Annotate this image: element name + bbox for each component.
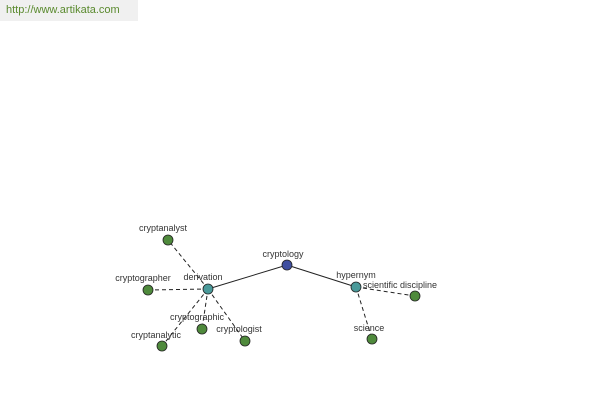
edge-hypernym-scientific-discipline (355, 286, 416, 297)
node-cryptographic[interactable] (196, 323, 208, 335)
node-scientific-discipline[interactable] (409, 290, 421, 302)
node-cryptanalytic[interactable] (156, 340, 168, 352)
label-hypernym: hypernym (336, 270, 376, 280)
node-science[interactable] (366, 333, 378, 345)
node-derivation[interactable] (202, 283, 214, 295)
graph-edges (147, 239, 416, 347)
label-cryptology: cryptology (262, 249, 304, 259)
node-cryptology[interactable] (281, 259, 293, 271)
node-hypernym[interactable] (350, 281, 362, 293)
label-scientific-discipline: scientific discipline (363, 280, 437, 290)
label-cryptographic: cryptographic (170, 312, 225, 322)
edge-root-hypernym (286, 264, 357, 288)
node-cryptographer[interactable] (142, 284, 154, 296)
label-cryptanalyst: cryptanalyst (139, 223, 188, 233)
edge-derivation-cryptologist (207, 288, 246, 342)
node-cryptanalyst[interactable] (162, 234, 174, 246)
graph-nodes (142, 234, 421, 352)
node-cryptologist[interactable] (239, 335, 251, 347)
edge-derivation-cryptanalyst (167, 239, 209, 290)
source-link[interactable]: http://www.artikata.com (6, 4, 120, 16)
graph-labels: cryptology derivation hypernym cryptanal… (115, 223, 437, 340)
edge-root-derivation (207, 264, 288, 290)
label-cryptographer: cryptographer (115, 273, 171, 283)
label-cryptanalytic: cryptanalytic (131, 330, 182, 340)
source-bar: http://www.artikata.com (0, 0, 138, 21)
edge-hypernym-science (355, 286, 373, 340)
label-cryptologist: cryptologist (216, 324, 262, 334)
edge-derivation-cryptanalytic (161, 288, 209, 347)
label-derivation: derivation (183, 272, 222, 282)
label-science: science (354, 323, 385, 333)
edge-derivation-cryptographer (147, 288, 209, 291)
